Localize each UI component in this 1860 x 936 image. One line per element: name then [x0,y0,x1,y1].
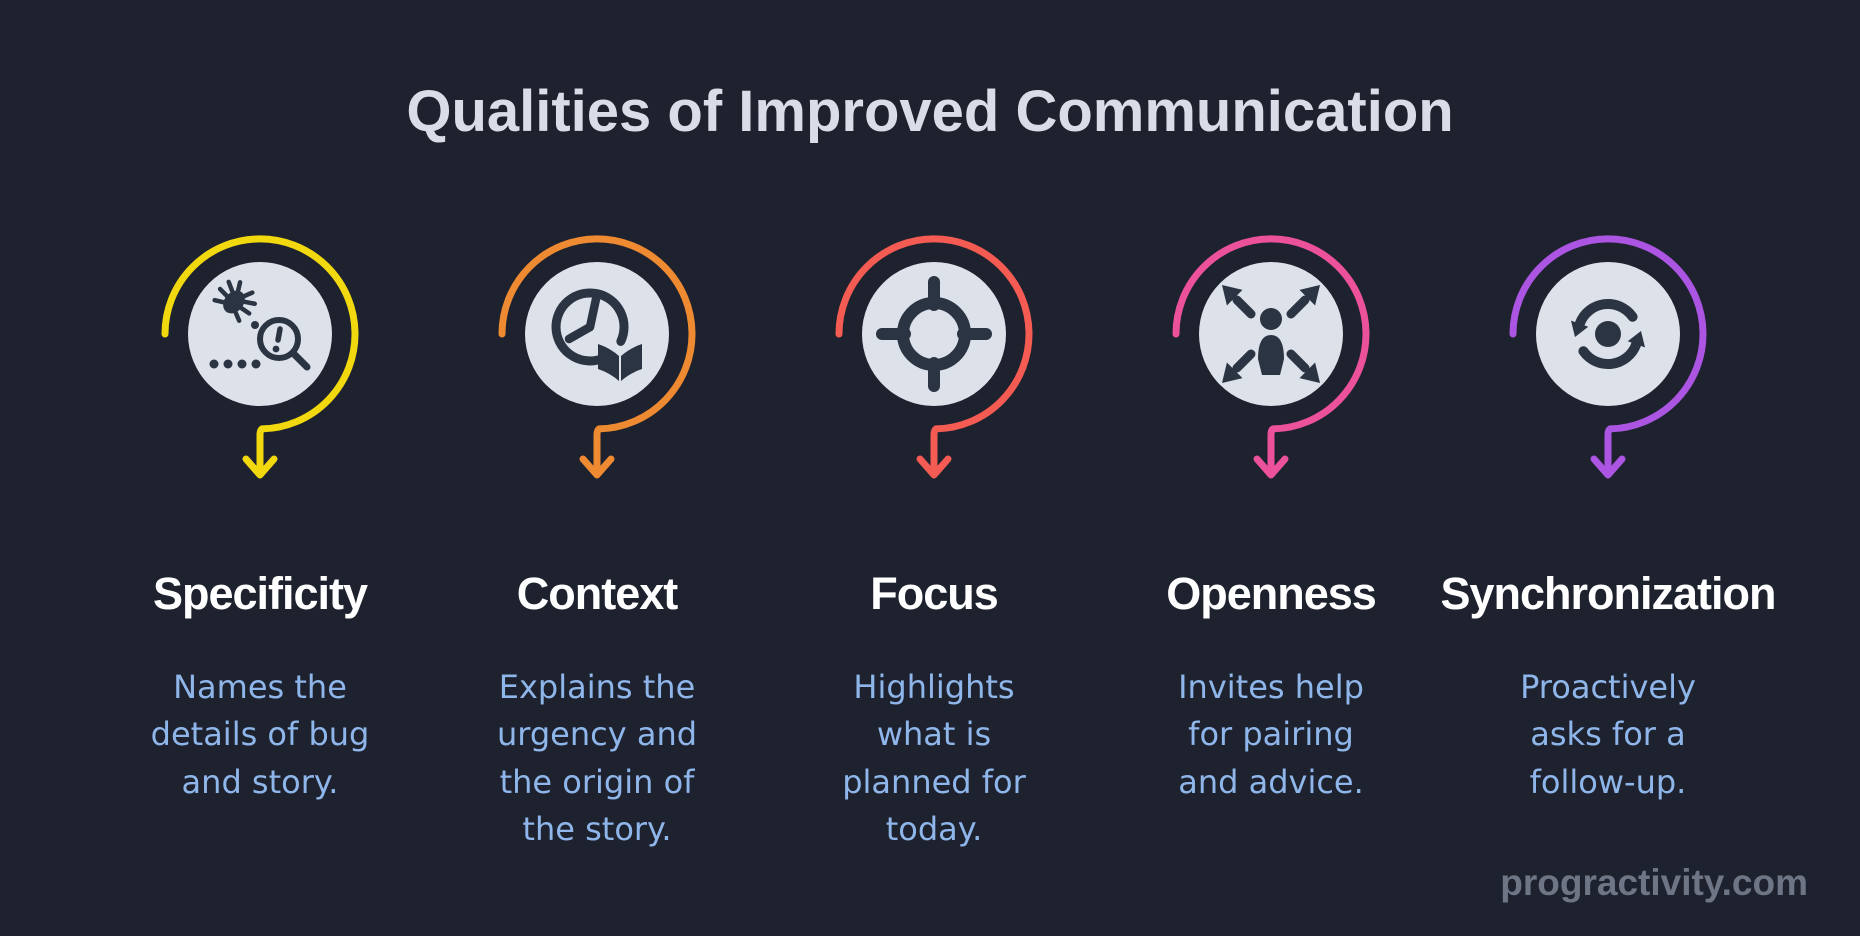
clock-book-glyph [551,288,642,381]
website-watermark: progractivity.com [1500,862,1808,903]
clock-book-icon [487,228,707,528]
ring-arrow-pointer [1509,235,1707,479]
quality-description: Explains the urgency and the origin of t… [496,668,698,849]
quality-description: Highlights what is planned for today. [842,668,1026,849]
ring-arrow-pointer [835,235,1033,479]
bug-magnifier-icon [150,228,370,528]
crosshair-glyph [876,276,992,392]
quality-label: Synchronization [1440,568,1776,619]
ring-arrow-pointer [1172,235,1370,479]
quality-description: Proactively asks for a follow-up. [1520,668,1696,801]
column-focus: Focus Highlights what is planned for tod… [766,228,1102,853]
page-title: Qualities of Improved Communication [406,79,1454,144]
ring-arrow-pointer [161,235,359,479]
crosshair-target-icon [824,228,1044,528]
quality-description: Invites help for pairing and advice. [1178,668,1364,801]
quality-label: Specificity [152,568,368,619]
sync-cycle-icon [1498,228,1718,528]
ring-arrow-pointer [498,235,696,479]
column-synchronization: Synchronization Proactively asks for a f… [1440,228,1777,853]
quality-label: Context [516,568,678,619]
quality-label: Openness [1166,568,1377,619]
sync-glyph [1571,299,1645,369]
quality-label: Focus [870,568,999,619]
qualities-columns: Specificity Names the details of bug and… [92,228,1777,853]
column-context: Context Explains the urgency and the ori… [429,228,765,853]
quality-description: Names the details of bug and story. [150,668,370,801]
person-expand-arrows-icon [1161,228,1381,528]
person-arrows-glyph [1222,285,1320,383]
column-openness: Openness Invites help for pairing and ad… [1103,228,1439,853]
bug-glyph [209,279,311,371]
column-specificity: Specificity Names the details of bug and… [92,228,428,853]
